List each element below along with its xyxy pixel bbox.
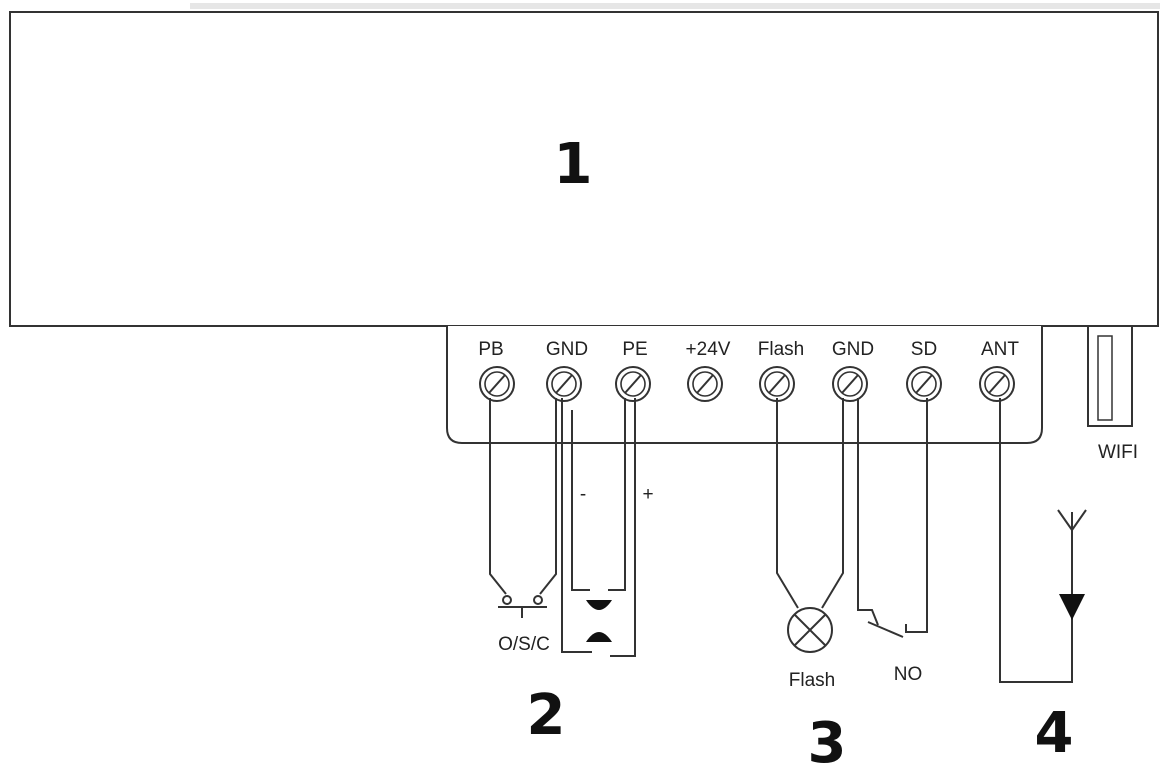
terminal-label-sd: SD bbox=[911, 339, 937, 360]
wifi-label: WIFI bbox=[1098, 442, 1138, 463]
polarity-plus-label: + bbox=[642, 484, 653, 505]
button-contact-icon bbox=[533, 595, 543, 605]
polarity-minus-label: - bbox=[580, 484, 586, 505]
screw-icon bbox=[979, 366, 1015, 402]
screw-icon bbox=[759, 366, 795, 402]
group-4-wiring bbox=[999, 398, 1087, 683]
main-unit-label: 1 bbox=[554, 132, 593, 197]
photocell-receiver-icon bbox=[586, 632, 612, 642]
group-2-wiring bbox=[489, 398, 636, 657]
terminal-label-ant: ANT bbox=[981, 339, 1019, 360]
flash-lamp-label: Flash bbox=[789, 670, 835, 691]
flash-lamp-icon bbox=[787, 607, 833, 653]
group-3-number: 3 bbox=[808, 711, 847, 765]
screw-icon bbox=[615, 366, 651, 402]
button-contact-icon bbox=[502, 595, 512, 605]
terminal-label-24v: +24V bbox=[686, 339, 731, 360]
screw-icon bbox=[906, 366, 942, 402]
screw-icon bbox=[687, 366, 723, 402]
group-2-number: 2 bbox=[527, 683, 566, 748]
group-4-number: 4 bbox=[1035, 701, 1074, 765]
terminal-label-gnd-1: GND bbox=[546, 339, 588, 360]
photocell-transmitter-icon bbox=[586, 600, 612, 610]
terminal-block bbox=[446, 326, 1043, 444]
no-switch-label: NO bbox=[894, 664, 923, 685]
wifi-module bbox=[1087, 325, 1133, 427]
signal-arrow-icon bbox=[1059, 594, 1085, 620]
terminal-label-flash: Flash bbox=[758, 339, 804, 360]
osc-button-label: O/S/C bbox=[498, 634, 550, 655]
screw-icon bbox=[479, 366, 515, 402]
antenna-icon bbox=[1057, 509, 1087, 531]
terminal-label-gnd-2: GND bbox=[832, 339, 874, 360]
screw-icon bbox=[832, 366, 868, 402]
group-3-wiring bbox=[776, 398, 928, 653]
no-switch-icon bbox=[867, 621, 904, 638]
terminal-label-pe: PE bbox=[622, 339, 647, 360]
terminal-label-pb: PB bbox=[478, 339, 503, 360]
screw-terminals bbox=[479, 366, 1015, 402]
screw-icon bbox=[546, 366, 582, 402]
